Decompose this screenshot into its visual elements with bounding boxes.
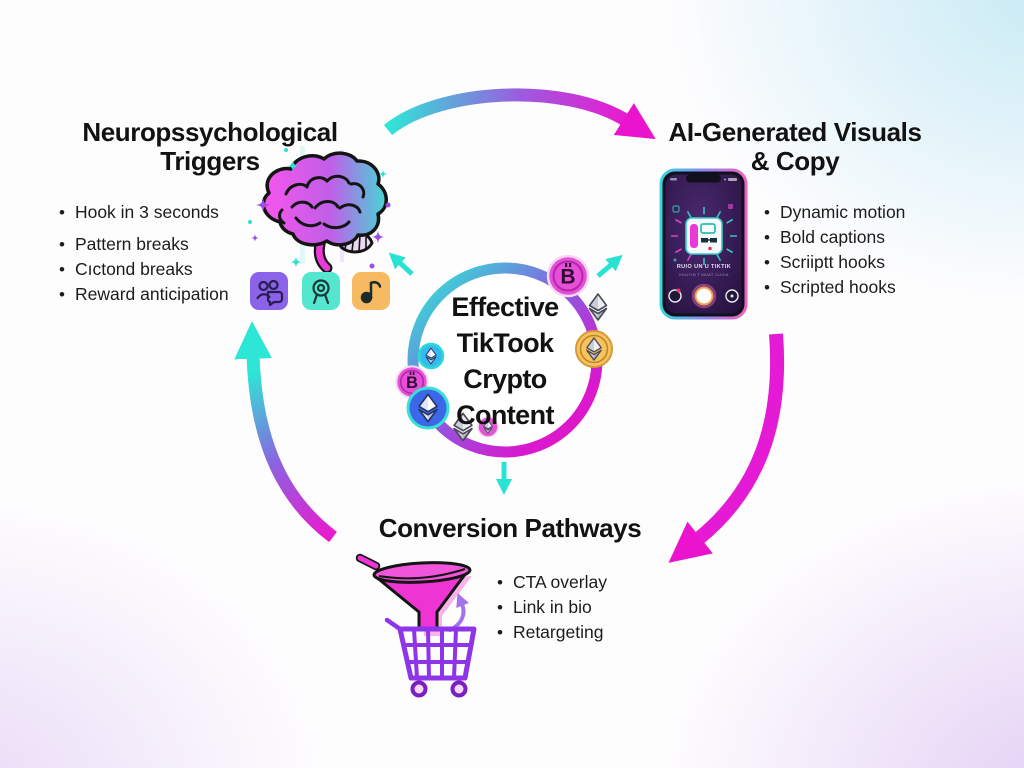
hub-title: Effective TikTook Crypto Content [405,289,605,433]
sparkles [248,148,391,269]
hub-title-line4: Content [456,400,554,430]
arrow-out-topleft-icon [388,252,414,276]
triggers-bullet: Hook in 3 seconds [59,200,229,225]
cycle-arrow-left [234,321,337,543]
triggers-title-line2: Triggers [160,146,260,176]
ethereum-small-blue-coin-icon [417,342,445,370]
conversion-bullet: CTA overlay [497,570,607,595]
hub-title-line1: Effective [451,292,559,322]
community-icon [250,272,288,310]
smartphone-icon: RUIO UN U TIKTIK KKUYIN T MUAT CUVIA [659,168,748,320]
phone-right-control-icon [725,289,739,303]
phone-subcaption: KKUYIN T MUAT CUVIA [679,272,728,277]
hub-title-line3: Crypto [463,364,547,394]
triggers-title-line1: Neuropssychological [82,117,338,147]
shopping-cart-icon [384,617,477,698]
triggers-bullet-list: Hook in 3 seconds Pattern breaks Cıctond… [59,200,229,307]
award-ribbon-icon [302,272,340,310]
ethereum-gold-coin-icon [575,330,613,368]
ethereum-mini-coin-icon [477,416,499,438]
cycle-arrow-right [668,333,785,563]
triggers-bullet: Cıctond breaks [59,257,229,282]
visuals-bullet: Bold captions [764,225,905,250]
visuals-bullet-list: Dynamic motion Bold captions Scriiptt ho… [764,200,905,300]
funnel-to-cart-arrow-icon [448,592,469,632]
conversion-bullet: Retargeting [497,620,607,645]
visuals-bullet: Scriiptt hooks [764,250,905,275]
conversion-title: Conversion Pathways [378,513,642,543]
visuals-title: AI-Generated Visuals & Copy [615,118,975,176]
record-button-icon [691,283,717,309]
visuals-bullet: Dynamic motion [764,200,905,225]
arrow-out-topright-icon [596,254,623,278]
conversion-bullet-list: CTA overlay Link in bio Retargeting [497,570,607,645]
ethereum-blue-coin-icon [406,386,450,430]
visuals-bullet: Scripted hooks [764,275,905,300]
brain-icon [261,146,388,274]
visuals-title-line1: AI-Generated Visuals [668,117,922,147]
conversion-illustration [355,553,477,698]
hub-title-line2: TikTook [456,328,554,358]
visuals-title-line2: & Copy [750,146,840,176]
cycle-arrow-top [383,88,656,140]
phone-caption: RUIO UN U TIKTIK [677,264,731,270]
conversion-bullet: Link in bio [497,595,607,620]
triggers-title: Neuropssychological Triggers [30,118,390,176]
triggers-bullet: Pattern breaks [59,232,229,257]
chip-card-icon [685,217,723,255]
music-note-icon [352,272,390,310]
triggers-bullet: Reward anticipation [59,282,229,307]
phone-left-control-icon [668,288,682,303]
